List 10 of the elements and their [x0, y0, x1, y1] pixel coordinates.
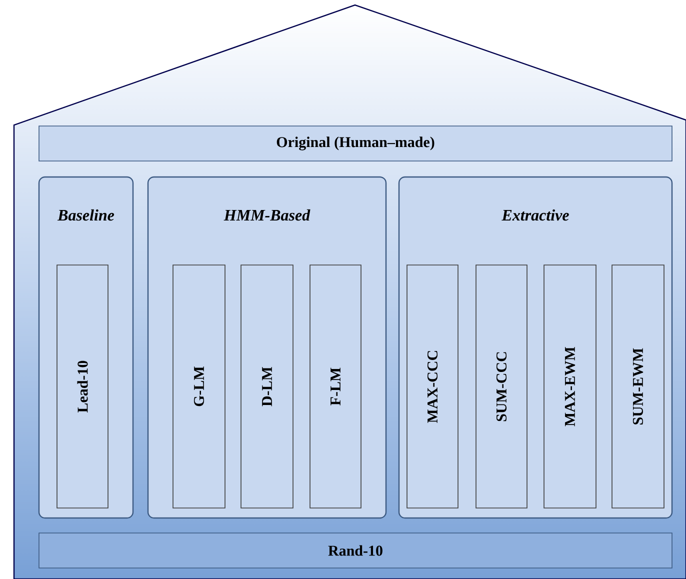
method-box: SUM-CCC	[476, 264, 528, 508]
label-bar: Original (Human–made)	[38, 126, 672, 162]
method-box: D-LM	[240, 264, 294, 508]
method-box: Lead-10	[56, 264, 108, 508]
method-box: MAX-CCC	[406, 264, 458, 508]
label-bar: Rand-10	[38, 532, 672, 568]
method-box: MAX-EWM	[544, 264, 596, 508]
method-box: F-LM	[310, 264, 362, 508]
method-box: G-LM	[172, 264, 226, 508]
method-box: SUM-EWM	[612, 264, 664, 508]
